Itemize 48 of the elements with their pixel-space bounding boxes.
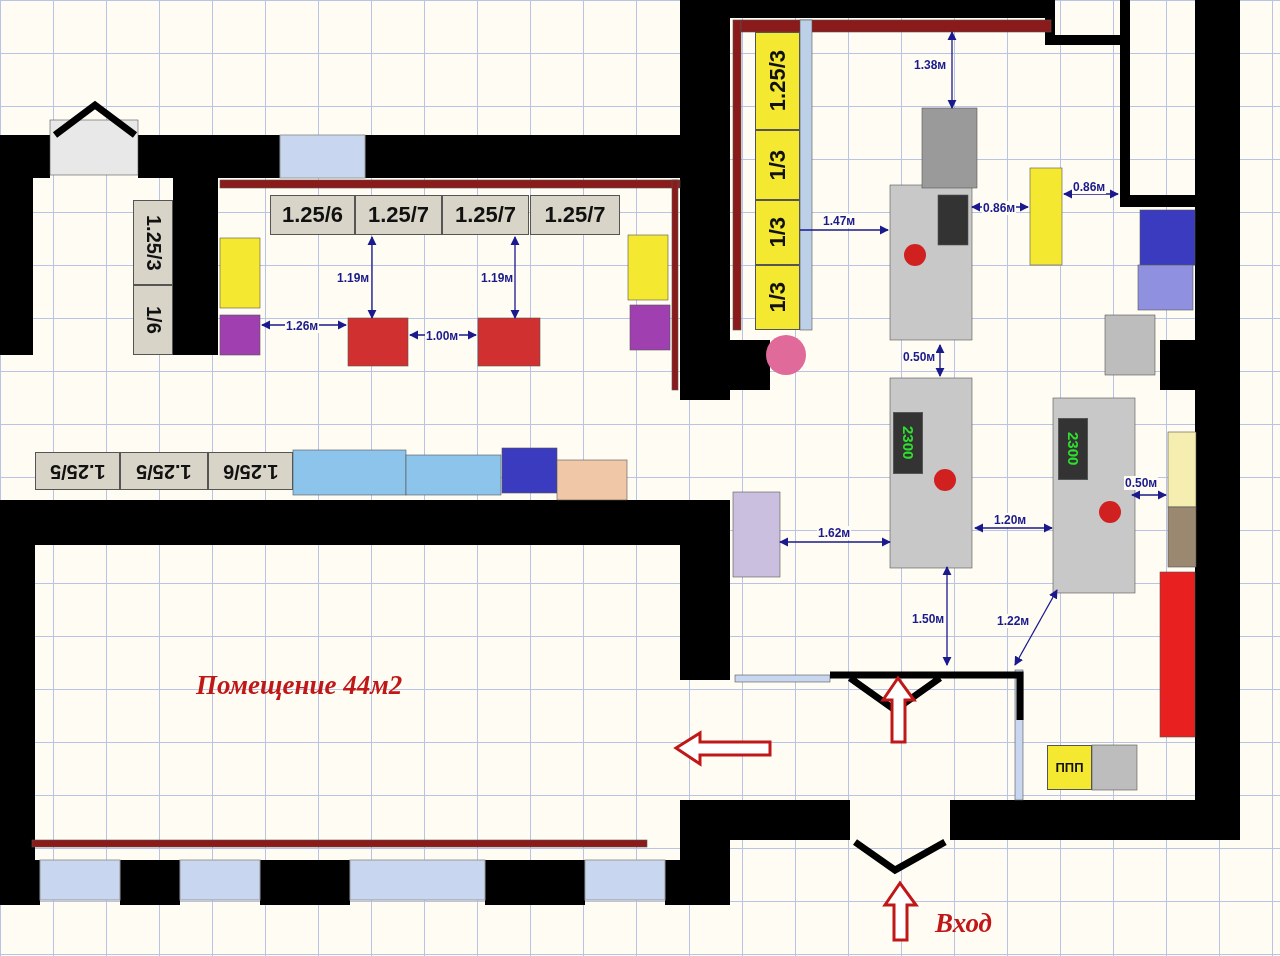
dimension-label: 1.00м: [425, 329, 460, 343]
shelf-box: [133, 200, 173, 285]
dimension-label: 0.50м: [902, 350, 937, 364]
shelf-label: 1/3: [764, 217, 791, 248]
shelf-box: [35, 452, 120, 490]
shelf-label: 1.25/6: [281, 202, 344, 228]
room-label: Помещение 44м2: [196, 670, 403, 701]
shelf-label: ППП: [1055, 760, 1084, 775]
shelf-box: [755, 265, 800, 330]
shelf-box: [755, 130, 800, 200]
shelf-label: 1.25/7: [454, 202, 517, 228]
dimension-label: 1.50м: [911, 612, 946, 626]
dimension-label: 1.47м: [822, 214, 857, 228]
dimension-label: 1.19м: [336, 271, 371, 285]
shelf-box: [893, 412, 923, 474]
dimension-label: 0.86м: [982, 201, 1017, 215]
shelf-box: [755, 200, 800, 265]
shelf-box: [1047, 745, 1092, 790]
shelf-box: [120, 452, 208, 490]
shelf-box: [442, 195, 529, 235]
dimension-label: 0.50м: [1124, 476, 1159, 490]
entrance-label: Вход: [935, 908, 992, 939]
shelf-label: 1.25/7: [367, 202, 430, 228]
shelf-box: [755, 32, 800, 130]
dimension-label: 1.38м: [913, 58, 948, 72]
shelf-label: 1.25/3: [141, 214, 165, 271]
shelf-box: [133, 285, 173, 355]
shelf-label: 1/3: [764, 149, 791, 181]
shelf-label: 1.25/5: [49, 459, 106, 483]
shelf-box: [270, 195, 355, 235]
dimension-label: 0.86м: [1072, 180, 1107, 194]
shelf-label: 1/6: [141, 306, 165, 334]
shelf-label: 2300: [899, 426, 917, 460]
shelf-label: 1.25/6: [222, 459, 279, 483]
shelf-label: 1.25/5: [136, 459, 192, 483]
shelf-box: [530, 195, 620, 235]
shelf-box: [355, 195, 442, 235]
shelf-box: [208, 452, 293, 490]
dimension-label: 1.26м: [285, 319, 320, 333]
dimension-label: 1.20м: [993, 513, 1028, 527]
shelf-label: 1/3: [764, 282, 791, 313]
dimension-label: 1.19м: [480, 271, 515, 285]
shelf-label: 1.25/3: [764, 50, 791, 112]
shelf-label: 1.25/7: [544, 202, 606, 228]
shelf-box: [1058, 418, 1088, 480]
shelf-label: 2300: [1064, 432, 1082, 466]
dimension-label: 1.22м: [996, 614, 1031, 628]
dimension-label: 1.62м: [817, 526, 852, 540]
